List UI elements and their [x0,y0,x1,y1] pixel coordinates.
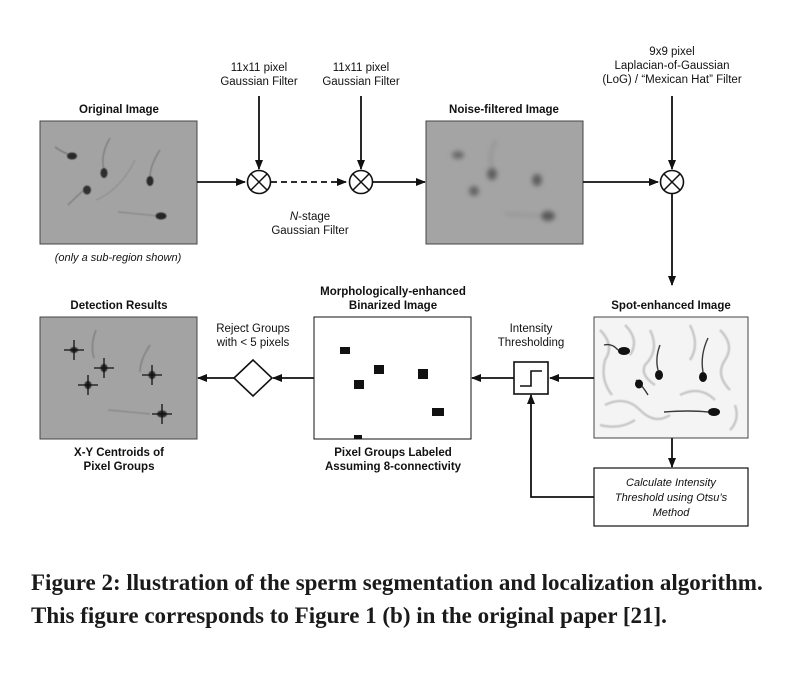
gaussian-filter-1-label-line1: 11x11 pixel [231,62,287,74]
gaussian-filter-2-label-line2: Gaussian Filter [322,76,400,88]
algorithm-diagram: Original Image (only a sub-region shown)… [39,46,749,527]
threshold-label-line1: Intensity [510,323,553,335]
binarized-title-line2: Binarized Image [349,300,437,312]
noise-filtered-title: Noise-filtered Image [449,104,559,116]
nstage-label-line2: Gaussian Filter [271,225,349,237]
gaussian-filter-1-label-line2: Gaussian Filter [220,76,298,88]
labeled-label-line1: Pixel Groups Labeled [334,447,452,459]
otsu-label-line3: Method [653,507,691,519]
original-image-title: Original Image [79,104,159,116]
centroids-label-line2: Pixel Groups [84,461,155,473]
original-image-panel [39,120,198,245]
log-filter-operator [659,169,685,195]
binarized-title-line1: Morphologically-enhanced [320,286,466,298]
log-label-line2: Laplacian-of-Gaussian [614,60,729,72]
otsu-label-line2: Threshold using Otsu’s [615,492,728,504]
centroids-label-line1: X-Y Centroids of [74,447,164,459]
figure-caption: Figure 2: llustration of the sperm segme… [31,570,763,628]
log-label-line3: (LoG) / “Mexican Hat” Filter [602,74,741,86]
log-label-line1: 9x9 pixel [649,46,694,58]
arrow-otsu-feedback [527,394,594,498]
threshold-operator [513,361,549,395]
gaussian-filter-1-operator [246,169,272,195]
nstage-label-line1: N-stage [290,211,330,223]
spot-enhanced-image-panel [593,316,749,439]
reject-label-line1: Reject Groups [216,323,290,335]
gaussian-filter-2-label-line1: 11x11 pixel [333,62,389,74]
subregion-note: (only a sub-region shown) [55,252,182,264]
noise-filtered-image-panel [425,120,584,245]
binarized-image-panel [313,316,472,440]
otsu-box [593,467,749,527]
labeled-label-line2: Assuming 8-connectivity [325,461,462,473]
detection-results-title: Detection Results [70,300,167,312]
otsu-label-line1: Calculate Intensity [626,477,717,489]
gaussian-filter-2-operator [348,169,374,195]
reject-label-line2: with < 5 pixels [216,337,290,349]
threshold-label-line2: Thresholding [498,337,564,349]
spot-enhanced-title: Spot-enhanced Image [611,300,731,312]
reject-filter-diamond [232,358,274,398]
detection-results-panel [39,316,198,440]
